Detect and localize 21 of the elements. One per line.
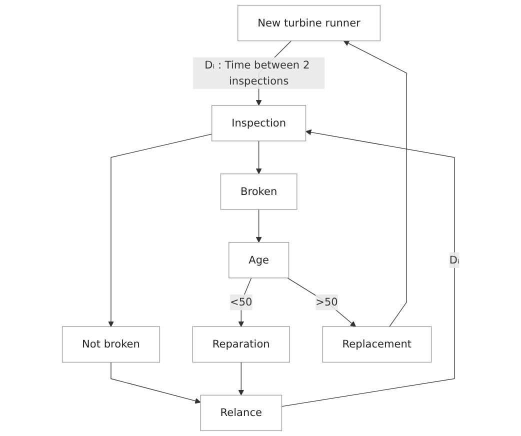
edge-label: >50: [315, 296, 338, 308]
arrow: [108, 134, 212, 327]
arrow: [238, 278, 252, 327]
node-box: Not broken: [62, 326, 160, 363]
arrow: [343, 40, 407, 327]
node-box: Inspection: [211, 105, 306, 142]
node-box: Age: [228, 242, 289, 278]
arrow: [238, 362, 244, 396]
edge-label: <50: [230, 296, 252, 308]
arrow: [110, 362, 200, 404]
node-box: Reparation: [192, 326, 290, 363]
node-box: Relance: [200, 394, 282, 432]
node-box: Broken: [220, 174, 297, 210]
edge-label: Dᵢ : Time between 2 inspections: [204, 58, 310, 87]
arrow: [256, 140, 262, 174]
edge-label: Dᵢ: [449, 254, 460, 266]
arrow: [256, 209, 262, 243]
node-box: Replacement: [322, 326, 432, 363]
arrow: [286, 278, 356, 327]
arrow: [281, 129, 454, 407]
node-box: New turbine runner: [237, 4, 380, 42]
